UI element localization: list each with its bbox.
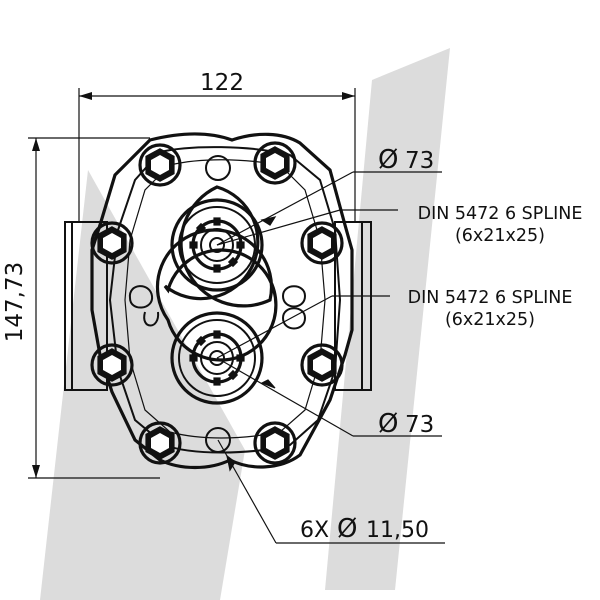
lower-spline-line2: (6x21x25) [445,310,535,330]
bolt-mid-left [90,221,134,265]
width-dimension-text: 122 [200,70,244,96]
lower-spline-line1: DIN 5472 6 SPLINE [408,288,573,308]
upper-diameter-symbol: Ø [378,145,398,175]
mounting-bolts [90,141,344,465]
side-mounting-plates [64,221,372,391]
upper-diameter-value: 73 [405,148,434,174]
upper-spline-callout: DIN 5472 6 SPLINE (6x21x25) [418,204,583,246]
bolt-lower-right [300,343,344,387]
hole-count: 6X [300,518,329,543]
lower-spline-shaft [170,311,264,405]
upper-diameter-leader [216,171,442,246]
upper-diameter-label: Ø 73 [378,145,434,175]
bolt-lower-left [90,343,134,387]
upper-spline-leader [216,209,398,246]
lower-diameter-leader [216,357,442,437]
height-dimension-text: 147,73 [2,262,28,342]
lower-spline-callout: DIN 5472 6 SPLINE (6x21x25) [408,288,573,330]
lower-diameter-symbol: Ø [378,409,398,439]
lower-spline-leader [216,295,390,359]
hole-diameter-value: 11,50 [366,518,429,543]
hole-callout-label: 6X Ø 11,50 [300,514,429,544]
bolt-bottom-right [253,421,297,465]
lower-diameter-label: Ø 73 [378,409,434,439]
upper-spline-shaft [170,198,264,292]
bolt-top-left [138,143,182,187]
bolt-mid-right [300,221,344,265]
bolt-top-right [253,141,297,185]
lower-diameter-value: 73 [405,412,434,438]
width-dimension [78,88,356,222]
hole-leader [217,439,445,544]
port-holes [128,155,307,453]
upper-spline-line1: DIN 5472 6 SPLINE [418,204,583,224]
bolt-bottom-left [138,421,182,465]
hole-diameter-symbol: Ø [337,514,357,544]
upper-spline-line2: (6x21x25) [455,226,545,246]
height-dimension [28,137,160,479]
